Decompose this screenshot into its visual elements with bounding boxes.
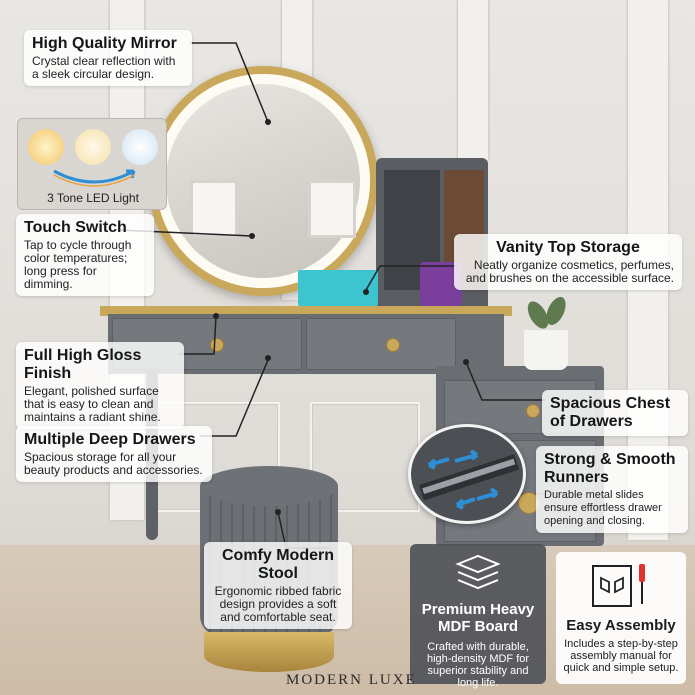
brand-logo-text: MODERN LUXE	[286, 672, 417, 688]
callout-desc: Crystal clear reflection with a sleek ci…	[32, 54, 176, 81]
card-desc: Crafted with durable, high-density MDF f…	[426, 641, 530, 689]
stool-cushion	[200, 466, 338, 506]
callout-chest: Spacious Chest of Drawers	[542, 390, 688, 436]
cycle-arrows-icon	[53, 169, 136, 187]
callout-gloss-finish: Full High Gloss Finish Elegant, polished…	[16, 342, 184, 429]
warm-light-icon	[28, 129, 64, 165]
callout-vanity-storage: Vanity Top Storage Neatly organize cosme…	[454, 234, 682, 290]
cool-light-icon	[122, 129, 158, 165]
desk-drawer-center[interactable]	[306, 318, 456, 370]
card-title: Easy Assembly	[566, 617, 676, 634]
card-mdf-board: Premium Heavy MDF Board Crafted with dur…	[410, 544, 546, 689]
plant-leaf	[542, 294, 570, 328]
callout-stool: Comfy Modern Stool Ergonomic ribbed fabr…	[204, 542, 352, 629]
callout-title: High Quality Mirror	[32, 35, 177, 52]
callout-title: Strong & Smooth Runners	[544, 451, 676, 486]
drawer-knob[interactable]	[386, 338, 400, 352]
arrow-right-icon	[454, 449, 479, 463]
gold-desk-edge	[100, 306, 512, 316]
callout-title: Multiple Deep Drawers	[24, 431, 196, 448]
callout-title: Vanity Top Storage	[496, 239, 640, 256]
stacked-boards-icon	[455, 554, 501, 590]
manual-screwdriver-icon	[592, 564, 645, 607]
callout-title: Touch Switch	[24, 219, 127, 236]
arrow-right-icon	[476, 487, 499, 501]
callout-deep-drawers: Multiple Deep Drawers Spacious storage f…	[16, 426, 212, 482]
cosmetic-organizer	[298, 270, 378, 306]
stool-gold-base	[204, 632, 334, 672]
drawer-knob[interactable]	[210, 338, 224, 352]
callout-desc: Tap to cycle through color temperatures;…	[24, 238, 132, 291]
plant-pot	[524, 330, 568, 370]
card-title: Premium Heavy MDF Board	[421, 601, 535, 635]
callout-title: Full High Gloss Finish	[24, 347, 142, 382]
callout-mirror: High Quality Mirror Crystal clear reflec…	[24, 30, 192, 86]
reflected-frame	[308, 180, 356, 238]
drawer-knob[interactable]	[526, 404, 540, 418]
callout-desc: Durable metal slides ensure effortless d…	[544, 489, 662, 527]
callout-title: Spacious Chest of Drawers	[550, 395, 671, 430]
callout-desc: Elegant, polished surface that is easy t…	[24, 384, 161, 424]
reflected-frame	[190, 180, 238, 238]
callout-desc: Spacious storage for all your beauty pro…	[24, 450, 203, 477]
callout-runners: Strong & Smooth Runners Durable metal sl…	[536, 446, 688, 533]
card-easy-assembly: Easy Assembly Includes a step-by-step as…	[556, 552, 686, 684]
led-label: 3 Tone LED Light	[47, 191, 139, 205]
callout-touch-switch: Touch Switch Tap to cycle through color …	[16, 214, 154, 296]
callout-title: Comfy Modern Stool	[222, 547, 334, 582]
wall-molding	[458, 0, 488, 160]
arrow-left-icon	[427, 457, 450, 470]
runner-illustration	[419, 449, 520, 510]
neutral-light-icon	[75, 129, 111, 165]
led-tone-panel: 3 Tone LED Light	[17, 118, 167, 210]
card-desc: Includes a step-by-step assembly manual …	[563, 638, 679, 674]
callout-desc: Ergonomic ribbed fabric design provides …	[214, 584, 342, 624]
arrow-left-icon	[455, 497, 476, 510]
callout-desc: Neatly organize cosmetics, perfumes, and…	[465, 258, 674, 285]
runner-detail-inset	[408, 424, 526, 524]
